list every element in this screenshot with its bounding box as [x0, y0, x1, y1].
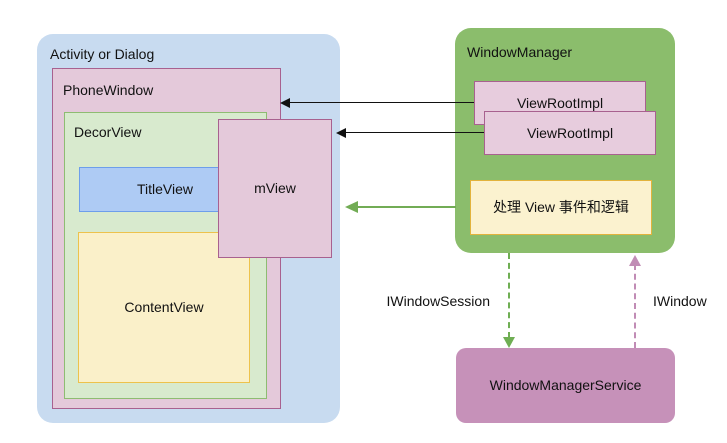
phone-window-label: PhoneWindow [63, 82, 154, 98]
title-view-label: TitleView [136, 181, 194, 198]
window-manager-service-label: WindowManagerService [489, 377, 642, 394]
green-arrow-down-icon [503, 337, 515, 348]
handler-note-label: 处理 View 事件和逻辑 [493, 199, 629, 216]
iwindow-label: IWindow [653, 293, 707, 309]
arrow-left-icon [280, 98, 290, 108]
view-root-impl-1-label: ViewRootImpl [516, 94, 604, 111]
arrow-windowmanager-to-mview-line [356, 206, 456, 208]
m-view-box: mView [218, 119, 332, 258]
decor-view-label: DecorView [74, 124, 142, 140]
iwindow-dashed-line [634, 264, 636, 348]
window-manager-label: WindowManager [467, 44, 573, 60]
content-view-label: ContentView [124, 299, 204, 316]
window-manager-service-box: WindowManagerService [456, 348, 675, 423]
view-root-impl-2-label: ViewRootImpl [526, 124, 614, 141]
green-arrow-left-icon [345, 201, 358, 213]
arrow-viewrootimpl2-to-mview-line [338, 132, 484, 133]
arrow-left-icon [336, 128, 346, 138]
arrow-viewrootimpl1-to-phonewindow-line [282, 102, 474, 103]
pink-arrow-up-icon [629, 255, 641, 266]
view-root-impl-1-box: ViewRootImpl [474, 81, 646, 125]
activity-or-dialog-label: Activity or Dialog [50, 46, 155, 62]
iwindowsession-label: IWindowSession [386, 293, 491, 309]
handler-note-box: 处理 View 事件和逻辑 [470, 180, 652, 235]
view-root-impl-2-box: ViewRootImpl [484, 111, 656, 155]
m-view-label: mView [254, 180, 296, 197]
iwindowsession-dashed-line [508, 253, 510, 338]
